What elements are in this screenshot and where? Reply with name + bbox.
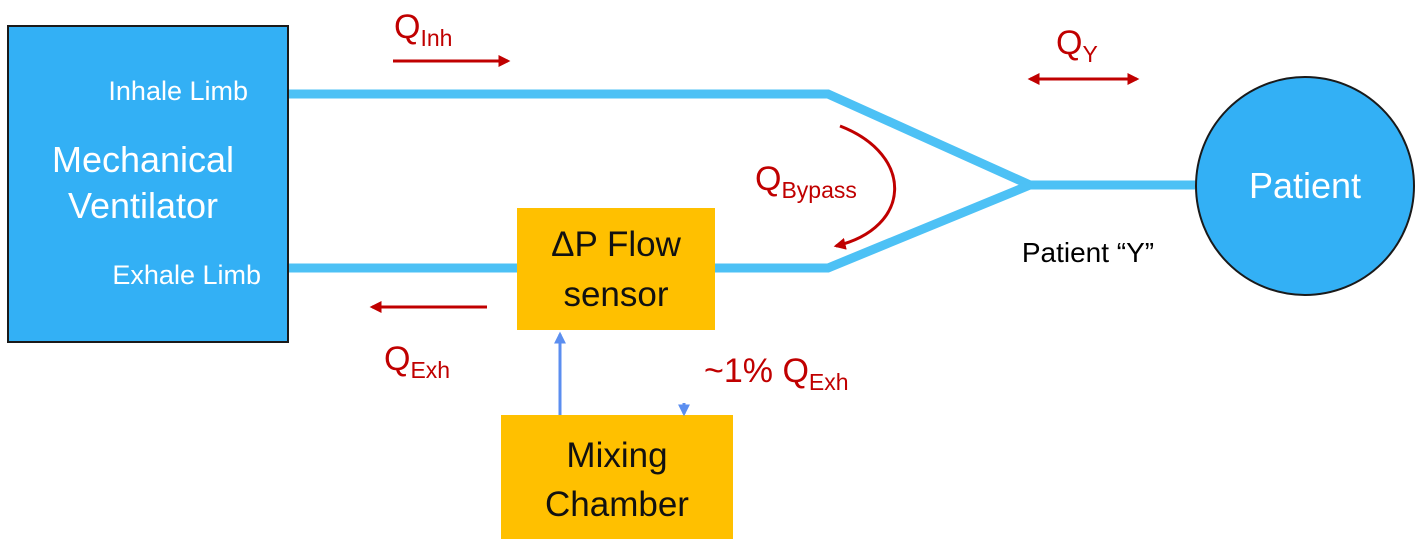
tubing: [288, 89, 1195, 273]
ventilator-title-line2: Ventilator: [68, 185, 218, 226]
exhale-flow-label: QExh: [384, 340, 450, 383]
patient-circle: [1195, 76, 1415, 296]
mechanical-ventilator: Inhale Limb Mechanical Ventilator Exhale…: [7, 25, 289, 343]
inhale-flow-label: QInh: [394, 8, 452, 51]
ventilator-title-line1: Mechanical: [52, 139, 234, 180]
exhale-limb-label: Exhale Limb: [112, 260, 261, 290]
mixing-chamber: Mixing Chamber: [501, 415, 733, 539]
sample-lines: [554, 331, 690, 417]
bypass-flow-label: QBypass: [755, 160, 857, 203]
exhale-tube-from-sensor: [714, 180, 1032, 273]
exhale-flow-subscript: Exh: [410, 357, 450, 383]
flow-sensor-line1: ΔP Flow: [551, 225, 681, 264]
inhale-tube: [288, 89, 1032, 190]
flow-sensor: ΔP Flow sensor: [517, 208, 715, 330]
patient-y-flow-subscript: Y: [1082, 41, 1097, 67]
exhale-flow-symbol: Q: [384, 340, 410, 378]
bypass-flow-arrow: [833, 124, 897, 250]
patient: Patient: [1195, 76, 1415, 296]
inhale-flow-symbol: Q: [394, 8, 420, 46]
bypass-flow-subscript: Bypass: [781, 177, 856, 203]
inhale-flow-subscript: Inh: [420, 25, 452, 51]
flow-sensor-box: [517, 208, 715, 330]
sample-flow-subscript: Exh: [809, 369, 849, 395]
mixing-chamber-line2: Chamber: [545, 485, 689, 524]
flow-arrows: [369, 55, 1140, 313]
sample-flow-prefix: ~1% Q: [704, 352, 809, 390]
sample-flow-label: ~1% QExh: [704, 352, 849, 395]
mixing-chamber-line1: Mixing: [566, 436, 667, 475]
mixing-chamber-box: [501, 415, 733, 539]
patient-y-flow-label: QY: [1056, 24, 1098, 67]
inhale-limb-label: Inhale Limb: [108, 76, 248, 106]
flow-sensor-line2: sensor: [563, 275, 668, 314]
patient-y-label: Patient “Y”: [1022, 237, 1154, 268]
patient-y-flow-symbol: Q: [1056, 24, 1082, 62]
patient-label: Patient: [1249, 165, 1361, 206]
ventilator-box: [7, 25, 289, 343]
bypass-flow-symbol: Q: [755, 160, 781, 198]
